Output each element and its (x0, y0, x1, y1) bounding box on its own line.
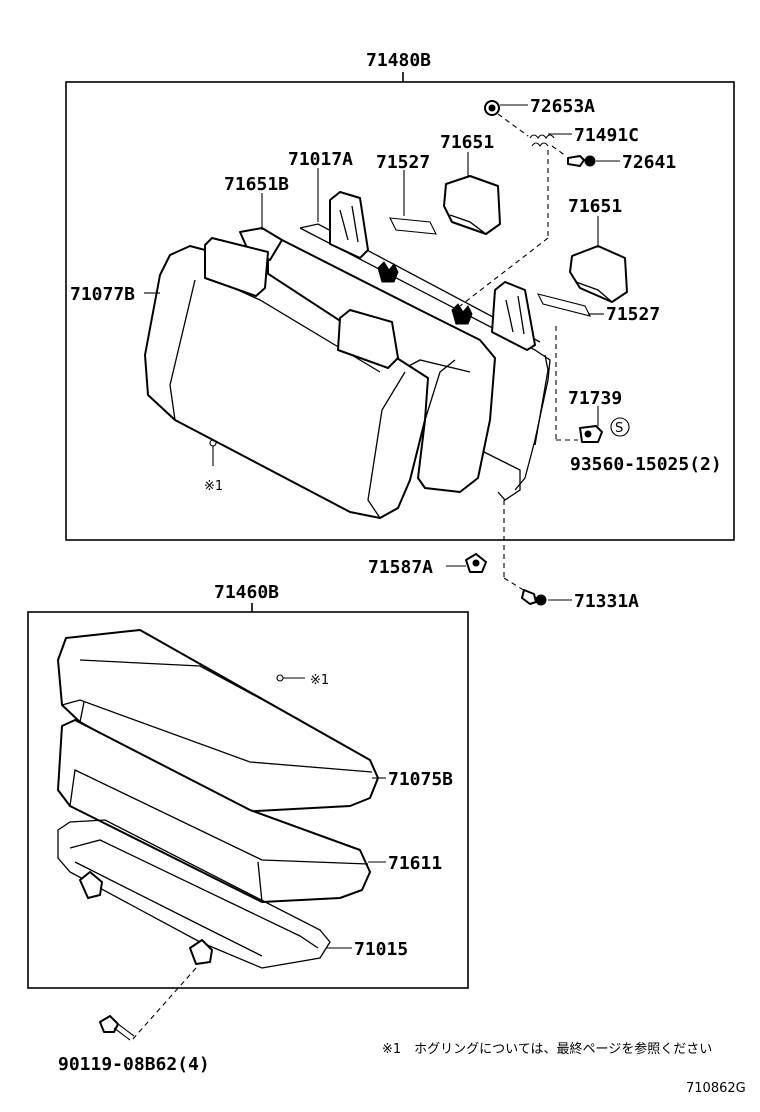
headrest-guide-left (329, 191, 369, 259)
bolt-90119 (99, 1015, 135, 1041)
seat-cushion-frame (57, 819, 331, 969)
label-90119: 90119-08B62(4) (58, 1054, 210, 1075)
clip-71587A (465, 553, 487, 573)
label-93560: 93560-15025(2) (570, 454, 722, 475)
footnote: ※1 ホグリングについては、最終ページを参照ください (382, 1041, 712, 1057)
label-71611: 71611 (388, 853, 442, 874)
pad-upper (389, 217, 437, 235)
label-71491C: 71491C (574, 125, 639, 146)
label-71651-lower: 71651 (568, 196, 622, 217)
label-ref1-upper: ※1 (204, 479, 223, 494)
label-71527-lower: 71527 (606, 304, 660, 325)
lower-group-frame (27, 611, 469, 989)
svg-text:S: S (615, 421, 623, 436)
label-71015: 71015 (354, 939, 408, 960)
screw-71331A (521, 589, 547, 606)
label-71077B: 71077B (70, 284, 135, 305)
headrest-center-seatback (337, 309, 399, 369)
label-71075B: 71075B (388, 769, 453, 790)
label-71017A: 71017A (288, 149, 353, 170)
lower-group-label: 71460B (214, 582, 279, 603)
nut-72653A (484, 100, 500, 116)
seat-cushion-cover (57, 629, 379, 813)
seat-back-frame (299, 223, 551, 501)
label-71739: 71739 (568, 388, 622, 409)
label-71331A: 71331A (574, 591, 639, 612)
label-71651-upper: 71651 (440, 132, 494, 153)
label-71587A: 71587A (368, 557, 433, 578)
lock-clips (377, 261, 473, 325)
hog-ring-lower (276, 674, 305, 682)
upper-group-frame (65, 81, 735, 541)
hog-ring-upper (209, 439, 217, 466)
label-72653A: 72653A (530, 96, 595, 117)
headrest-left-seatback (204, 237, 269, 297)
label-71527-upper: 71527 (376, 152, 430, 173)
knob-71739 (579, 425, 603, 443)
headrest-guide-right (491, 281, 536, 351)
figure-code: 710862G (686, 1081, 746, 1096)
seat-back-cushion-left (144, 245, 429, 519)
label-ref1-lower: ※1 (310, 673, 329, 688)
label-71651B: 71651B (224, 174, 289, 195)
headrest-lower (569, 245, 628, 303)
seat-cushion-pad (57, 719, 371, 903)
pad-lower (536, 293, 592, 317)
upper-group-label: 71480B (366, 50, 431, 71)
s-mark: S (610, 417, 630, 437)
headrest-upper (443, 175, 501, 235)
label-72641: 72641 (622, 152, 676, 173)
knob-72641 (567, 155, 596, 167)
spring-71491C (529, 134, 555, 147)
